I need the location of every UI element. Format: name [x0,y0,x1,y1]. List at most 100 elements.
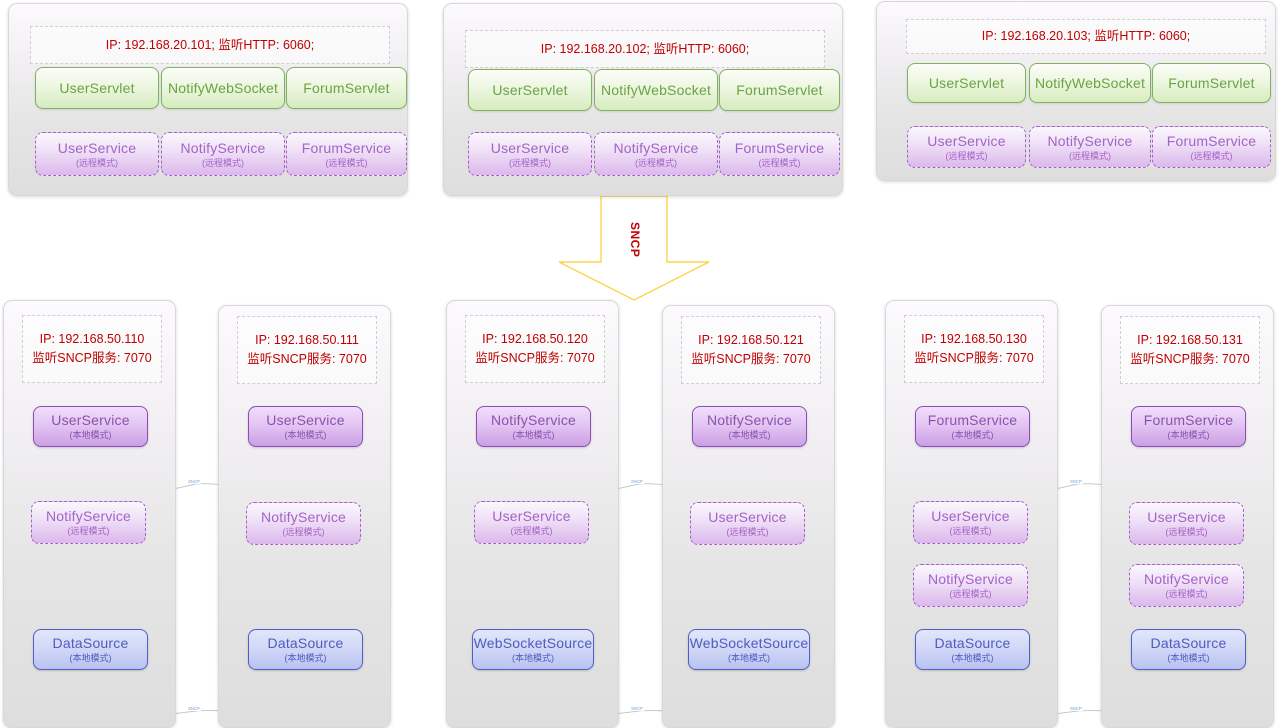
server-ip-text: IP: 192.168.20.101; 监听HTTP: 6060; [105,37,315,52]
node-title: NotifyWebSocket [1034,74,1146,91]
service-node-remote[interactable]: UserService (远程模式) [913,501,1028,544]
node-title: NotifyWebSocket [600,81,712,98]
service-node-remote[interactable]: NotifyService (远程模式) [161,132,285,176]
node-title: WebSocketSource [473,635,593,652]
node-title: UserService [492,508,571,525]
service-node-remote[interactable]: NotifyService (远程模式) [1129,564,1244,607]
node-mode: (远程模式) [758,157,801,168]
node-title: NotifyService [180,139,266,156]
server-ip-header: IP: 192.168.50.121 监听SNCP服务: 7070 [681,316,821,384]
datasource-node[interactable]: DataSource (本地模式) [33,629,148,670]
servlet-node[interactable]: ForumServlet [719,69,840,111]
web-server-panel[interactable]: IP: 192.168.20.101; 监听HTTP: 6060; UserSe… [8,3,408,196]
web-server-panel[interactable]: IP: 192.168.20.102; 监听HTTP: 6060; UserSe… [443,3,843,196]
server-ip-header: IP: 192.168.20.103; 监听HTTP: 6060; [906,19,1266,54]
servlet-node[interactable]: UserServlet [35,67,159,109]
service-node-local[interactable]: NotifyService (本地模式) [692,406,807,447]
node-title: ForumServlet [1168,74,1255,91]
node-mode: (本地模式) [512,653,554,664]
node-title: NotifyService [1143,571,1230,588]
service-node-local[interactable]: NotifyService (本地模式) [476,406,591,447]
service-node-remote[interactable]: UserService (远程模式) [1129,502,1244,545]
servlet-node[interactable]: UserServlet [468,69,592,111]
service-node-remote[interactable]: NotifyService (远程模式) [1029,126,1151,168]
node-title: DataSource [267,635,344,652]
node-title: UserService [927,132,1006,149]
server-ip-header: IP: 192.168.50.120 监听SNCP服务: 7070 [465,315,605,383]
service-node-remote[interactable]: ForumService (远程模式) [286,132,407,176]
node-title: NotifyService [45,508,132,525]
node-mode: (远程模式) [949,526,992,537]
datasource-node[interactable]: DataSource (本地模式) [915,629,1030,670]
node-mode: (本地模式) [284,430,327,441]
server-port-text: 监听SNCP服务: 7070 [32,351,152,365]
datasource-node[interactable]: DataSource (本地模式) [248,629,363,670]
node-title: NotifyService [613,139,699,156]
servlet-node[interactable]: ForumServlet [286,67,407,109]
node-mode: (远程模式) [202,157,244,168]
service-node-remote[interactable]: UserService (远程模式) [690,502,805,545]
servlet-node[interactable]: UserServlet [907,63,1026,103]
service-node-remote[interactable]: UserService (远程模式) [35,132,159,176]
service-server-panel[interactable]: IP: 192.168.50.120 监听SNCP服务: 7070 Notify… [446,300,619,728]
server-ip-header: IP: 192.168.20.101; 监听HTTP: 6060; [30,26,390,64]
node-mode: (远程模式) [1165,527,1208,538]
service-node-remote[interactable]: NotifyService (远程模式) [31,501,146,544]
servlet-node[interactable]: NotifyWebSocket [594,69,718,111]
node-title: DataSource [52,635,129,652]
node-title: NotifyService [927,571,1014,588]
service-node-remote[interactable]: NotifyService (远程模式) [913,564,1028,607]
server-port-text: 监听SNCP服务: 7070 [914,351,1034,365]
service-node-remote[interactable]: NotifyService (远程模式) [594,132,718,176]
node-mode: (远程模式) [945,150,988,161]
servlet-node[interactable]: NotifyWebSocket [1029,63,1151,103]
server-ip-text: IP: 192.168.50.111 [255,333,359,348]
node-title: UserService [1147,509,1226,526]
node-title: NotifyService [706,412,793,429]
web-server-panel[interactable]: IP: 192.168.20.103; 监听HTTP: 6060; UserSe… [876,1,1276,181]
connector-label: SNCP [187,479,201,484]
service-node-remote[interactable]: ForumService (远程模式) [719,132,840,176]
node-mode: (远程模式) [949,589,992,600]
node-title: ForumService [927,412,1018,429]
service-node-remote[interactable]: UserService (远程模式) [907,126,1026,168]
service-node-local[interactable]: ForumService (本地模式) [1131,406,1246,447]
server-ip-header: IP: 192.168.50.131 监听SNCP服务: 7070 [1120,316,1260,384]
server-ip-text: IP: 192.168.50.110 [39,332,145,347]
node-mode: (远程模式) [509,157,551,168]
service-server-panel[interactable]: IP: 192.168.50.130 监听SNCP服务: 7070 ForumS… [885,300,1058,728]
server-ip-header: IP: 192.168.50.130 监听SNCP服务: 7070 [904,315,1044,383]
server-ip-text: IP: 192.168.20.102; 监听HTTP: 6060; [540,41,750,56]
servlet-node[interactable]: NotifyWebSocket [161,67,285,109]
server-ip-header: IP: 192.168.20.102; 监听HTTP: 6060; [465,30,825,68]
service-node-remote[interactable]: UserService (远程模式) [474,501,589,544]
node-mode: (远程模式) [726,527,769,538]
service-server-panel[interactable]: IP: 192.168.50.110 监听SNCP服务: 7070 UserSe… [3,300,176,728]
node-mode: (远程模式) [1069,150,1111,161]
service-server-panel[interactable]: IP: 192.168.50.121 监听SNCP服务: 7070 Notify… [662,305,835,728]
sncp-protocol-label: SNCP [628,222,642,258]
service-node-remote[interactable]: ForumService (远程模式) [1152,126,1271,168]
node-title: NotifyService [1047,132,1133,149]
servlet-node[interactable]: ForumServlet [1152,63,1271,103]
service-server-panel[interactable]: IP: 192.168.50.131 监听SNCP服务: 7070 ForumS… [1101,305,1274,728]
service-node-local[interactable]: UserService (本地模式) [248,406,363,447]
node-title: ForumServlet [303,79,390,96]
node-mode: (远程模式) [76,157,118,168]
datasource-node[interactable]: DataSource (本地模式) [1131,629,1246,670]
connector-label: SNCP [187,706,201,711]
service-node-remote[interactable]: UserService (远程模式) [468,132,592,176]
service-node-remote[interactable]: NotifyService (远程模式) [246,502,361,545]
node-title: UserServlet [59,79,135,96]
node-title: ForumService [301,139,392,156]
service-node-local[interactable]: ForumService (本地模式) [915,406,1030,447]
node-title: UserService [931,508,1010,525]
service-server-panel[interactable]: IP: 192.168.50.111 监听SNCP服务: 7070 UserSe… [218,305,391,728]
datasource-node[interactable]: WebSocketSource (本地模式) [472,629,594,670]
node-title: UserService [266,412,345,429]
node-mode: (远程模式) [635,157,677,168]
datasource-node[interactable]: WebSocketSource (本地模式) [688,629,810,670]
connector-label: SNCP [630,706,644,711]
service-node-local[interactable]: UserService (本地模式) [33,406,148,447]
node-mode: (本地模式) [951,430,994,441]
